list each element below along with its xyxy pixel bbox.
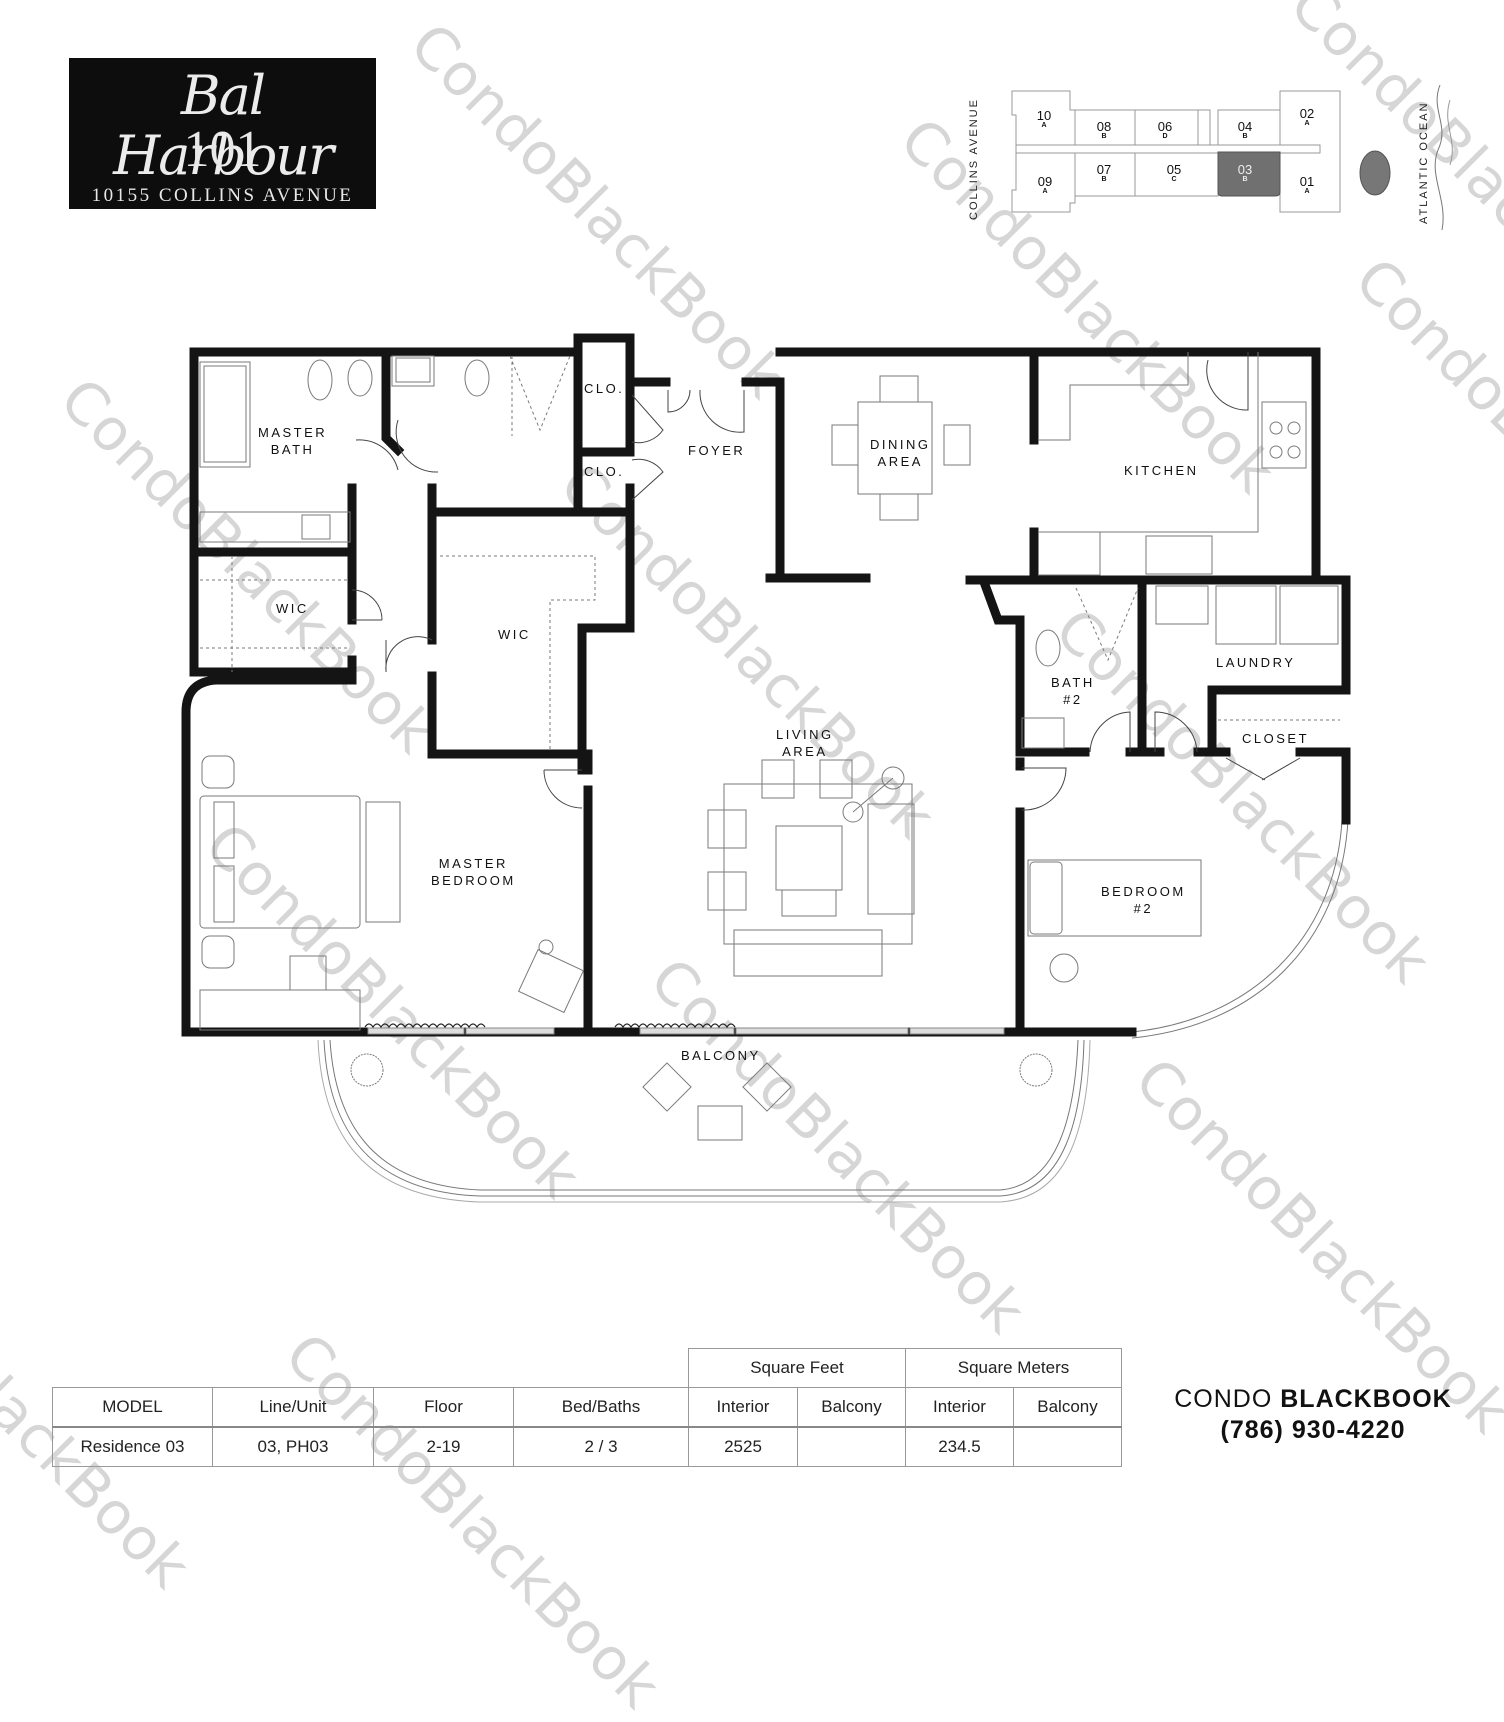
logo-address: 10155 COLLINS AVENUE <box>91 185 354 206</box>
header-square-meters: Square Meters <box>905 1348 1122 1388</box>
room-label-closet: CLOSET <box>1242 731 1310 746</box>
furniture <box>199 352 1340 1141</box>
balcony-railing <box>317 1039 1091 1203</box>
plant-icon <box>1019 1053 1053 1087</box>
brand-phone[interactable]: (786) 930-4220 <box>1220 1416 1406 1444</box>
cell-sqm-balcony <box>1013 1426 1122 1467</box>
cell-bed-baths: 2 / 3 <box>513 1426 689 1467</box>
cell-model: Residence 03 <box>52 1426 213 1467</box>
cell-sqft-balcony <box>797 1426 906 1467</box>
selected-unit-highlight <box>1217 151 1281 197</box>
brand-name-bold: BLACKBOOK <box>1280 1385 1452 1413</box>
logo-name: Bal Harbour <box>113 64 334 187</box>
building-logo: Bal Harbour 101 10155 COLLINS AVENUE <box>69 58 376 209</box>
room-label-wic-1: WIC <box>276 601 309 616</box>
header-floor: Floor <box>373 1387 514 1428</box>
floor-plan <box>0 333 1351 1203</box>
cell-sqm-interior: 234.5 <box>905 1426 1014 1467</box>
cell-sqft-interior: 2525 <box>688 1426 798 1467</box>
header-model: MODEL <box>52 1387 213 1428</box>
header-sqm-interior: Interior <box>905 1387 1014 1428</box>
header-sqm-balcony: Balcony <box>1013 1387 1122 1428</box>
room-label-bath-2: BATH#2 <box>1051 675 1095 707</box>
cell-floor: 2-19 <box>373 1426 514 1467</box>
header-line-unit: Line/Unit <box>212 1387 374 1428</box>
room-label-wic-2: WIC <box>498 627 531 642</box>
room-label-closet-1: CLO. <box>584 381 625 396</box>
header-sqft-interior: Interior <box>688 1387 798 1428</box>
room-label-balcony: BALCONY <box>681 1048 761 1063</box>
room-label-laundry: LAUNDRY <box>1216 655 1296 670</box>
header-square-feet: Square Feet <box>688 1348 906 1388</box>
curtain <box>614 1023 736 1029</box>
doors <box>351 352 1301 811</box>
room-label-closet-2: CLO. <box>584 464 625 479</box>
brand-name-light: CONDO <box>1174 1385 1273 1413</box>
room-label-bedroom-2: BEDROOM#2 <box>1101 884 1186 916</box>
walls <box>186 333 1351 1032</box>
room-label-kitchen: KITCHEN <box>1124 463 1199 478</box>
cell-line-unit: 03, PH03 <box>212 1426 374 1467</box>
logo-number: 101 <box>183 121 262 178</box>
unit-spec-table: Square Feet Square Meters MODEL Line/Uni… <box>52 1348 1122 1467</box>
curtain <box>364 1023 486 1029</box>
plant-icon <box>350 1053 384 1087</box>
table-row: Residence 03 03, PH03 2-19 2 / 3 2525 23… <box>52 1426 1122 1467</box>
header-sqft-balcony: Balcony <box>797 1387 906 1428</box>
brand-block: CONDO BLACKBOOK (786) 930-4220 <box>1150 1383 1476 1445</box>
room-label-foyer: FOYER <box>688 443 746 458</box>
pool-icon <box>1359 150 1391 196</box>
header-bed-baths: Bed/Baths <box>513 1387 689 1428</box>
building-keyplate <box>1011 84 1453 230</box>
